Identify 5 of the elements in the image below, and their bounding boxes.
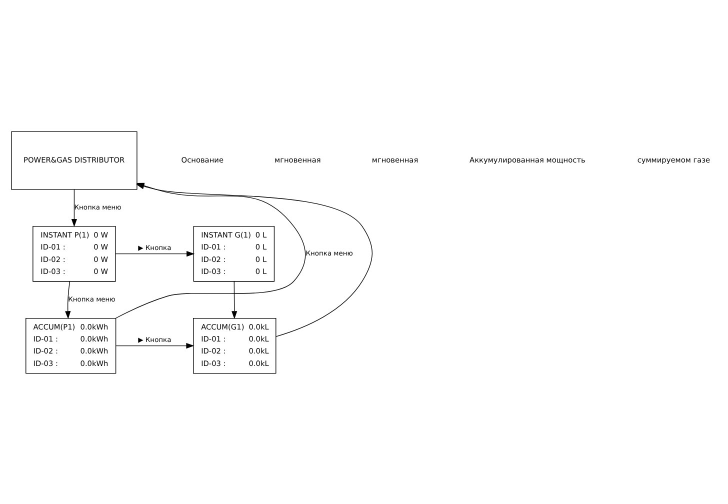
arrow <box>65 280 71 319</box>
arrow <box>116 342 194 348</box>
arrow <box>71 188 78 227</box>
arrow <box>115 250 195 256</box>
arrow <box>232 280 238 319</box>
